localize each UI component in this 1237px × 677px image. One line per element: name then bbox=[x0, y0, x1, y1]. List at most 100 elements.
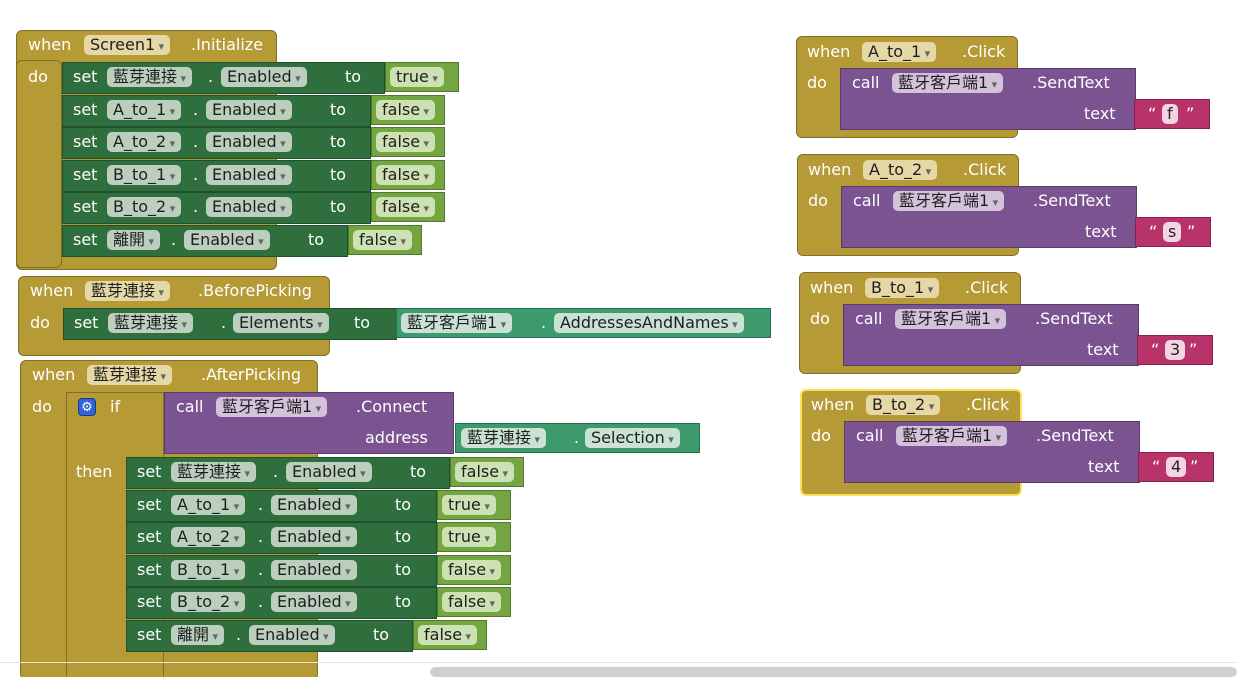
dot-separator: . bbox=[574, 428, 580, 447]
method-name-label: .Connect bbox=[356, 397, 428, 416]
event-component-dropdown[interactable]: A_to_1 bbox=[862, 42, 937, 62]
horizontal-scrollbar[interactable] bbox=[430, 667, 1237, 677]
set-component-dropdown[interactable]: A_to_1 bbox=[107, 100, 182, 120]
dot-separator: . bbox=[236, 625, 242, 644]
boolean-value-dropdown[interactable]: false bbox=[455, 462, 515, 482]
set-property-dropdown[interactable]: Enabled bbox=[249, 625, 335, 645]
set-component-dropdown[interactable]: 藍芽連接 bbox=[107, 67, 193, 87]
event-component-dropdown[interactable]: B_to_1 bbox=[865, 278, 940, 298]
event-name-label: .Initialize bbox=[191, 35, 264, 54]
set-component-dropdown[interactable]: B_to_1 bbox=[107, 165, 182, 185]
text-value[interactable]: 4 bbox=[1166, 457, 1187, 477]
event-component-dropdown[interactable]: Screen1 bbox=[84, 35, 171, 55]
call-component-dropdown[interactable]: 藍牙客戶端1 bbox=[896, 426, 1008, 446]
do-label: do bbox=[808, 191, 828, 210]
method-name-label: .SendText bbox=[1033, 191, 1111, 210]
to-label: to bbox=[330, 100, 347, 119]
call-component-dropdown[interactable]: 藍牙客戶端1 bbox=[893, 191, 1005, 211]
set-component-dropdown[interactable]: B_to_1 bbox=[171, 560, 246, 580]
boolean-value-dropdown[interactable]: false bbox=[376, 132, 436, 152]
set-component-dropdown[interactable]: 藍芽連接 bbox=[108, 313, 194, 333]
set-component-dropdown[interactable]: A_to_1 bbox=[171, 495, 246, 515]
getter-property-dropdown[interactable]: AddressesAndNames bbox=[554, 313, 744, 333]
boolean-value-dropdown[interactable]: false bbox=[442, 560, 502, 580]
call-component-dropdown[interactable]: 藍牙客戶端1 bbox=[895, 309, 1007, 329]
set-label: set bbox=[137, 560, 162, 579]
call-label: call bbox=[855, 309, 883, 328]
set-component-dropdown[interactable]: B_to_2 bbox=[171, 592, 246, 612]
boolean-value-dropdown[interactable]: true bbox=[390, 67, 444, 87]
set-component-dropdown[interactable]: 藍芽連接 bbox=[171, 462, 257, 482]
boolean-value-dropdown[interactable]: true bbox=[442, 527, 496, 547]
set-property-dropdown[interactable]: Enabled bbox=[206, 100, 292, 120]
call-label: call bbox=[176, 397, 204, 416]
set-component-dropdown[interactable]: A_to_2 bbox=[107, 132, 182, 152]
close-quote: ” bbox=[1190, 457, 1199, 476]
set-property-dropdown[interactable]: Enabled bbox=[271, 495, 357, 515]
event-name-label: .Click bbox=[965, 278, 1009, 297]
event-name-label: .Click bbox=[966, 395, 1010, 414]
when-label: when bbox=[810, 278, 854, 297]
text-value[interactable]: 3 bbox=[1165, 340, 1186, 360]
do-label: do bbox=[810, 309, 830, 328]
set-label: set bbox=[73, 67, 98, 86]
mutator-gear-icon[interactable]: ⚙ bbox=[78, 398, 96, 416]
event-component-dropdown[interactable]: B_to_2 bbox=[866, 395, 941, 415]
set-property-dropdown[interactable]: Enabled bbox=[286, 462, 372, 482]
boolean-value-dropdown[interactable]: true bbox=[442, 495, 496, 515]
call-label: call bbox=[852, 73, 880, 92]
text-arg-label: text bbox=[1085, 222, 1117, 241]
text-value[interactable]: f bbox=[1162, 104, 1178, 124]
set-property-dropdown[interactable]: Enabled bbox=[206, 197, 292, 217]
event-component-dropdown[interactable]: A_to_2 bbox=[863, 160, 938, 180]
set-component-dropdown[interactable]: 離開 bbox=[107, 230, 161, 250]
getter-property-dropdown[interactable]: Selection bbox=[585, 428, 680, 448]
to-label: to bbox=[395, 560, 412, 579]
set-property-dropdown[interactable]: Enabled bbox=[206, 165, 292, 185]
event-name-label: .AfterPicking bbox=[201, 365, 302, 384]
dot-separator: . bbox=[193, 165, 199, 184]
to-label: to bbox=[330, 197, 347, 216]
set-label: set bbox=[73, 197, 98, 216]
set-component-dropdown[interactable]: 離開 bbox=[171, 625, 225, 645]
set-label: set bbox=[73, 165, 98, 184]
boolean-value-dropdown[interactable]: false bbox=[353, 230, 413, 250]
close-quote: ” bbox=[1187, 222, 1196, 241]
to-label: to bbox=[373, 625, 390, 644]
set-property-dropdown[interactable]: Enabled bbox=[271, 592, 357, 612]
set-component-dropdown[interactable]: A_to_2 bbox=[171, 527, 246, 547]
call-label: call bbox=[853, 191, 881, 210]
boolean-value-dropdown[interactable]: false bbox=[376, 197, 436, 217]
dot-separator: . bbox=[258, 495, 264, 514]
when-label: when bbox=[30, 281, 74, 300]
event-component-dropdown[interactable]: 藍芽連接 bbox=[85, 281, 171, 301]
method-name-label: .SendText bbox=[1032, 73, 1110, 92]
to-label: to bbox=[330, 132, 347, 151]
set-property-dropdown[interactable]: Enabled bbox=[206, 132, 292, 152]
set-property-dropdown[interactable]: Enabled bbox=[184, 230, 270, 250]
do-label: do bbox=[30, 313, 50, 332]
set-component-dropdown[interactable]: B_to_2 bbox=[107, 197, 182, 217]
boolean-value-dropdown[interactable]: false bbox=[376, 165, 436, 185]
open-quote: “ bbox=[1148, 104, 1157, 123]
set-property-dropdown[interactable]: Enabled bbox=[271, 527, 357, 547]
call-component-dropdown[interactable]: 藍牙客戶端1 bbox=[216, 397, 328, 417]
close-quote: ” bbox=[1186, 104, 1195, 123]
dot-separator: . bbox=[273, 462, 279, 481]
boolean-value-dropdown[interactable]: false bbox=[418, 625, 478, 645]
set-property-dropdown[interactable]: Elements bbox=[233, 313, 329, 333]
event-component-dropdown[interactable]: 藍芽連接 bbox=[87, 365, 173, 385]
set-property-dropdown[interactable]: Enabled bbox=[221, 67, 307, 87]
dot-separator: . bbox=[258, 592, 264, 611]
getter-component-dropdown[interactable]: 藍芽連接 bbox=[461, 428, 547, 448]
call-component-dropdown[interactable]: 藍牙客戶端1 bbox=[892, 73, 1004, 93]
dot-separator: . bbox=[541, 313, 547, 332]
boolean-value-dropdown[interactable]: false bbox=[376, 100, 436, 120]
then-label: then bbox=[76, 462, 113, 481]
boolean-value-dropdown[interactable]: false bbox=[442, 592, 502, 612]
set-property-dropdown[interactable]: Enabled bbox=[271, 560, 357, 580]
text-value[interactable]: s bbox=[1163, 222, 1182, 242]
set-label: set bbox=[73, 230, 98, 249]
getter-component-dropdown[interactable]: 藍牙客戶端1 bbox=[401, 313, 513, 333]
